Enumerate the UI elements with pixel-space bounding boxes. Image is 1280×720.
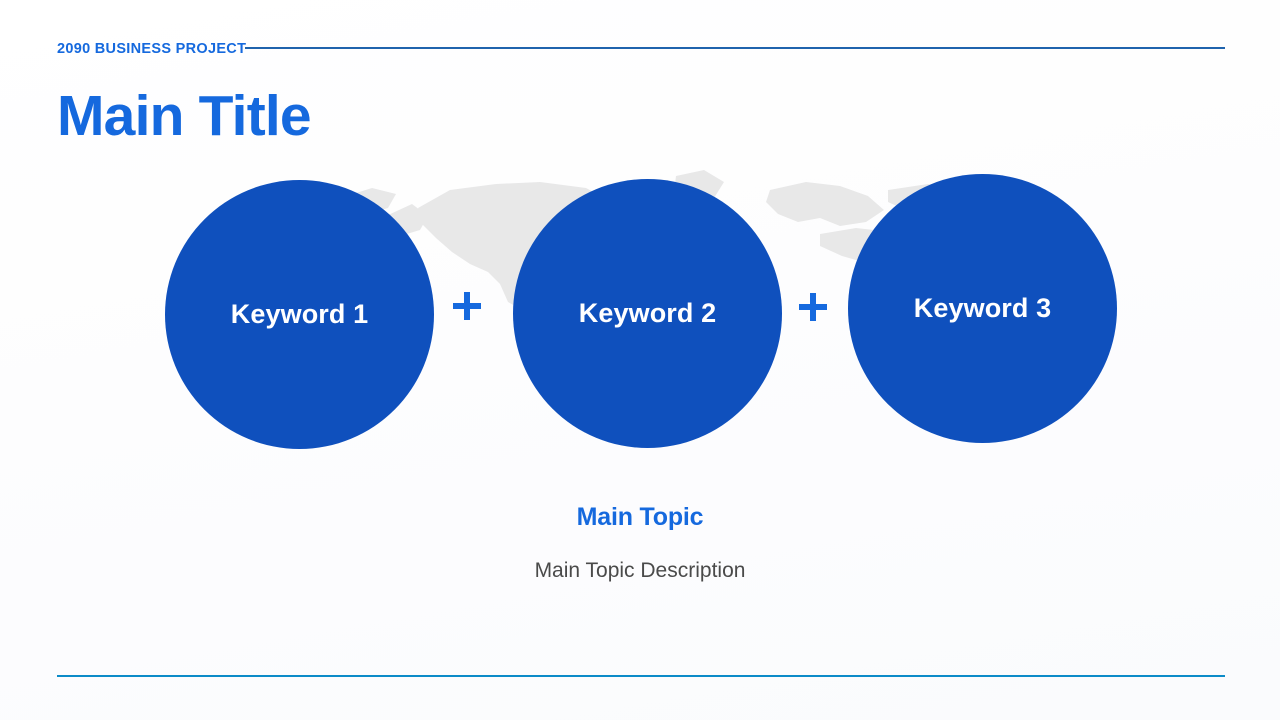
page-title: Main Title: [57, 84, 312, 148]
keyword-circle-1-label: Keyword 1: [230, 299, 369, 329]
footer-divider: [57, 675, 1225, 677]
header-divider: [245, 47, 1225, 49]
plus-icon-2: [799, 293, 827, 321]
keyword-circle-1[interactable]: Keyword 1: [165, 180, 434, 449]
main-topic-description: Main Topic Description: [534, 559, 746, 582]
keyword-circle-2[interactable]: Keyword 2: [513, 179, 782, 448]
plus-icon-1: [453, 292, 481, 320]
keyword-circle-3-label: Keyword 3: [913, 293, 1052, 323]
keyword-circle-2-label: Keyword 2: [578, 298, 717, 328]
main-topic-title: Main Topic: [576, 503, 704, 531]
slide-kicker: 2090 BUSINESS PROJECT: [57, 41, 247, 57]
keyword-circle-3[interactable]: Keyword 3: [848, 174, 1117, 443]
